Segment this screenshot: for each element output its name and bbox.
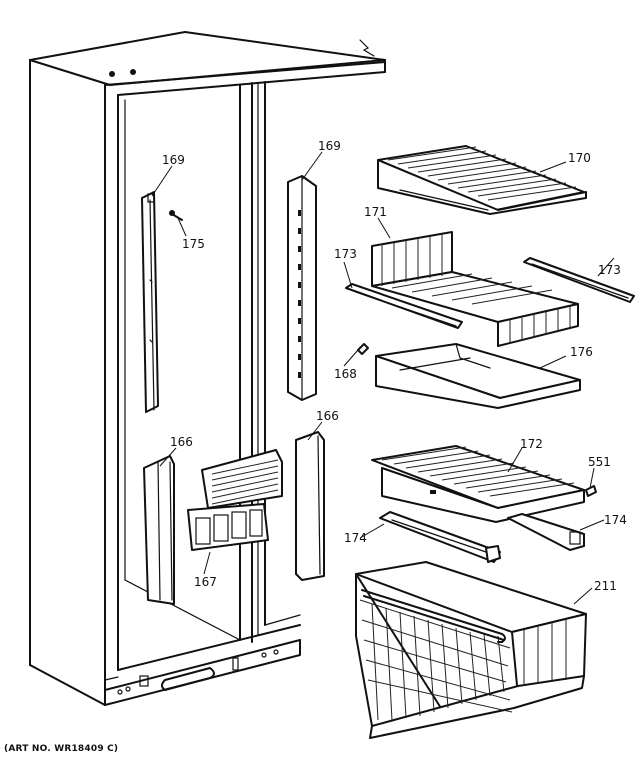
callout-174: 174 xyxy=(604,513,627,527)
slide-rail-right xyxy=(523,257,635,303)
shelf-rail-left xyxy=(141,191,159,413)
art-number-caption: (ART NO. WR18409 C) xyxy=(4,744,119,754)
basket-wires-211 xyxy=(359,599,567,721)
rail-slot-marks xyxy=(298,210,301,378)
wire-basket-upper xyxy=(371,231,579,347)
cabinet-body xyxy=(29,31,386,706)
shelf-clip xyxy=(585,485,597,497)
callout-173: 173 xyxy=(598,263,621,277)
callout-174: 174 xyxy=(344,531,367,545)
callout-551: 551 xyxy=(588,455,611,469)
callout-173: 173 xyxy=(334,247,357,261)
screw-part xyxy=(357,343,369,355)
callout-labels: 169 175 169 170 171 173 173 168 176 166 … xyxy=(162,139,627,593)
door-channel-right xyxy=(295,431,325,581)
basket-rail-right xyxy=(507,513,585,551)
basket-wires-171 xyxy=(381,234,553,305)
door-channel-left xyxy=(143,455,175,605)
callout-211: 211 xyxy=(594,579,617,593)
wire-shelf-top xyxy=(377,145,587,215)
cropped-header-fragment: ▔▔▔▔▔▔ xyxy=(4,0,46,8)
shelf-wires-170 xyxy=(387,146,577,201)
slide-rail-left xyxy=(345,283,463,329)
callout-172: 172 xyxy=(520,437,543,451)
leader-lines xyxy=(151,151,615,605)
callout-169: 169 xyxy=(318,139,341,153)
shelf-rail-right xyxy=(287,175,317,401)
callout-175: 175 xyxy=(182,237,205,251)
ice-bin-assembly xyxy=(187,449,283,551)
callout-176: 176 xyxy=(570,345,593,359)
callout-166: 166 xyxy=(316,409,339,423)
callout-167: 167 xyxy=(194,575,217,589)
wire-shelf-lower xyxy=(371,445,585,523)
callout-166: 166 xyxy=(170,435,193,449)
freezer-basket xyxy=(355,561,587,739)
callout-169: 169 xyxy=(162,153,185,167)
callout-171: 171 xyxy=(364,205,387,219)
shelf-frame xyxy=(375,343,581,409)
basket-rail-left xyxy=(379,511,501,563)
bin-ribs xyxy=(211,459,279,505)
callout-170: 170 xyxy=(568,151,591,165)
callout-168: 168 xyxy=(334,367,357,381)
shelf-wires-172 xyxy=(381,446,575,497)
screw-part xyxy=(169,210,183,221)
